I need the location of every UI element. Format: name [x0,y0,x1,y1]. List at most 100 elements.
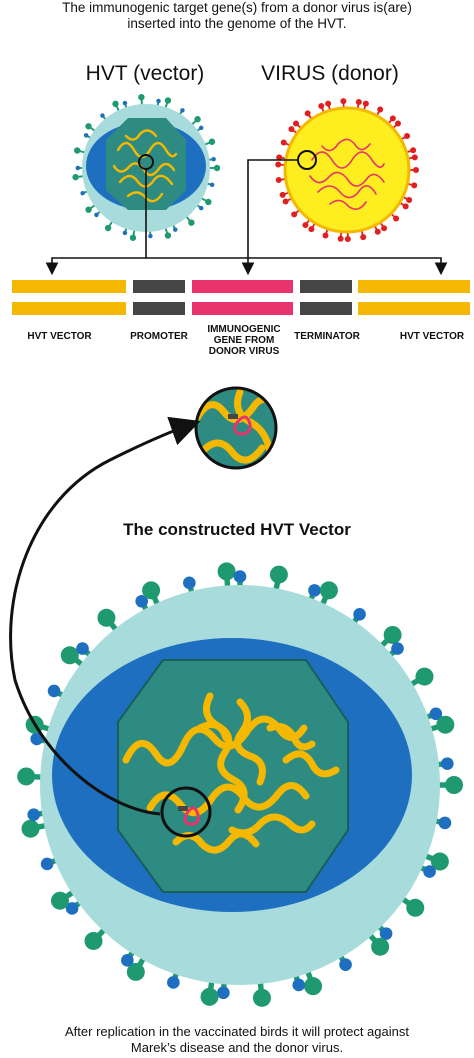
hvt-small-spike-head [73,147,81,154]
hvt-small-spike-head [75,165,81,171]
donor-spike-head [302,222,309,229]
bar-promoter-top [133,280,185,293]
large-spike-head [391,642,404,655]
donor-spike-head [288,126,295,133]
donor-spike-head [304,110,311,117]
donor-spike-head [406,196,413,203]
donor-spike-head [293,120,300,127]
donor-spike-head [322,232,329,239]
large-spike-head [339,958,352,971]
hvt-small-spike-head [180,108,185,113]
donor-spike-head [374,228,381,235]
donor-spike-head [394,120,401,127]
hvt-small-spike-head [211,156,216,162]
hvt-small-spike-head [188,219,195,226]
donor-spike-head [362,100,369,107]
donor-spike-head [404,133,411,140]
large-spike-head [84,931,103,950]
hvt-small-spike-head [198,205,204,211]
large-spike-head [21,819,40,838]
hvt-small-spike-head [208,138,216,145]
connector-lines [45,159,448,276]
hvt-small-spike-head [122,100,128,106]
large-spike-head [423,865,436,878]
bar-hvt-left-top [12,280,126,293]
bar-terminator-bottom [300,302,352,315]
hvt-small-spike-head [94,212,99,218]
large-spike-head [217,986,230,1000]
donor-spike-head [344,235,351,242]
constructed-virion [17,562,463,1007]
donor-spike-head [325,100,332,107]
large-spike-head [17,767,36,786]
hvt-small-spike-head [148,233,153,239]
bar-promoter-bottom [133,302,185,315]
large-spike-head [135,594,149,608]
hvt-small-spike-head [164,97,172,104]
hvt-small-spike-head [164,232,172,239]
donor-spike-head [276,154,283,161]
gene-construct-bar [12,280,470,315]
hvt-small-spike-head [213,164,221,172]
top-caption: The immunogenic target gene(s) from a do… [0,0,474,32]
large-insert-circle [160,786,212,838]
large-spike-head [304,977,323,996]
large-spike-head [126,962,145,981]
large-spike-head [40,857,54,871]
top-caption-line2: inserted into the genome of the HVT. [127,16,347,31]
large-spike-head [379,927,393,940]
zoom-inset [194,386,278,470]
donor-spike-head [377,106,384,113]
donor-spike-head [318,102,325,109]
large-spike-head [121,954,134,967]
donor-spike-head [291,211,298,218]
donor-spike-head [411,154,418,161]
large-spike-head [97,608,116,627]
label-hvt-vector-left: HVT VECTOR [27,331,92,342]
donor-spike-head [393,215,400,222]
large-spike-head [183,576,196,590]
bar-hvt-left-bottom [12,302,126,315]
donor-spike-head [360,234,367,241]
bottom-caption: After replication in the vaccinated bird… [0,1024,474,1056]
hvt-small-spike-head [72,173,79,181]
large-spike-head [430,852,449,871]
bar-hvt-right-bottom [358,302,470,315]
large-spike-head [30,732,44,746]
large-spike-head [406,898,425,917]
donor-title: VIRUS (donor) [261,62,399,85]
large-spike-head [371,937,390,956]
donor-spike-head [275,176,282,183]
donor-spike-head [340,98,347,105]
label-hvt-vector-right: HVT VECTOR [399,331,465,342]
hvt-small-spike-head [129,234,137,241]
large-spike-head [436,715,455,734]
donor-spike-head [413,167,419,173]
large-spike-head [76,642,89,655]
hvt-small-spike-head [122,230,128,236]
large-spike-head [47,684,61,698]
bar-insert-top [192,280,293,293]
label-immunogenic-gene: IMMUNOGENIC GENE FROM DONOR VIRUS [207,324,281,357]
large-spike-head [429,707,443,721]
hvt-small-spike-head [100,113,105,118]
hvt-small-spike-head [205,198,212,206]
large-spike-head [27,808,41,821]
donor-spike-head [381,225,388,232]
hvt-small-spike-head [104,224,112,232]
hvt-small-spike-head [173,227,178,232]
hvt-small-spike-head [156,98,161,104]
donor-spike-head [389,115,396,122]
large-spike-head [200,987,219,1006]
large-spike-head [383,625,402,644]
hvt-small-spike-head [85,206,92,213]
large-spike-head [319,581,338,600]
hvt-small-spike-head [83,133,89,138]
hvt-small-spike-head [194,116,201,123]
donor-spike-head [282,198,289,205]
large-spike-head [440,757,454,770]
donor-virion [275,98,419,242]
donor-spike-head [355,99,362,106]
large-spike-head [292,978,306,992]
